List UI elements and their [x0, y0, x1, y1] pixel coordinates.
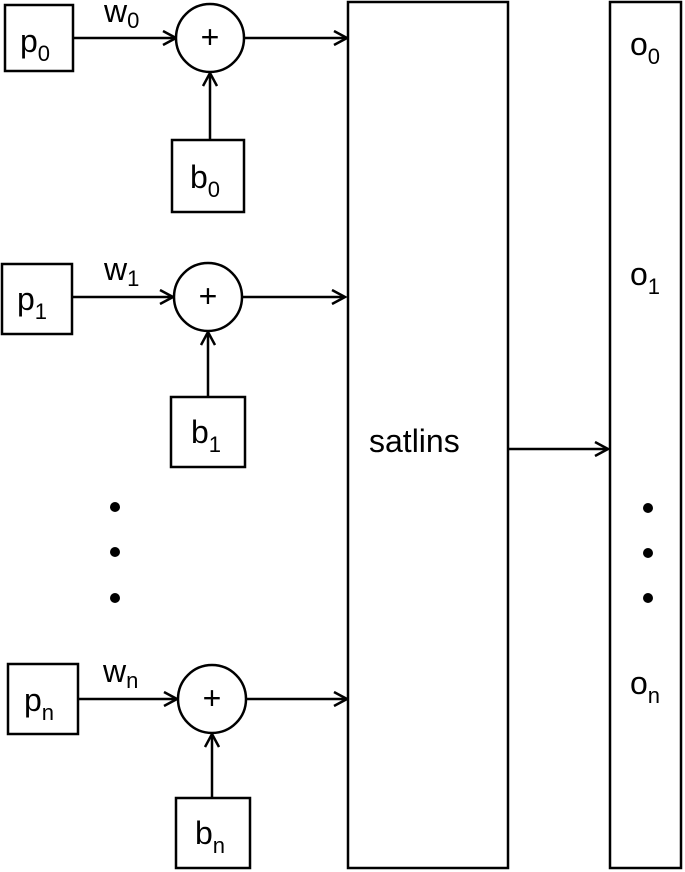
ellipsis-dot	[110, 547, 120, 557]
output-label-on: on	[630, 665, 660, 708]
ellipsis-dot	[643, 548, 653, 558]
input-label-pn: pn	[24, 682, 54, 725]
output-label-o1: o1	[630, 256, 660, 299]
satlins-label: satlins	[369, 423, 460, 459]
input-label-p1: p1	[17, 281, 47, 324]
bias-label-bn: bn	[195, 815, 225, 858]
ellipsis-dot	[110, 502, 120, 512]
input-ellipsis	[110, 502, 120, 603]
bias-box-b1	[169, 395, 247, 469]
summation-symbol-0: +	[201, 19, 220, 55]
weight-label-w1: w1	[103, 251, 139, 291]
input-label-p0: p0	[20, 23, 50, 66]
output-label-o0: o0	[630, 26, 660, 69]
satlins-box	[346, 0, 510, 870]
bias-label-b1: b1	[191, 414, 221, 457]
output-block: o0 o1 on	[608, 0, 683, 870]
input-row-n: pn wn + bn	[6, 653, 347, 870]
ellipsis-dot	[110, 593, 120, 603]
input-row-1: p1 w1 + b1	[0, 251, 345, 469]
bias-label-b0: b0	[190, 159, 220, 202]
bias-box-b0	[170, 138, 246, 214]
summation-symbol-1: +	[199, 278, 218, 314]
input-box-pn	[6, 662, 80, 736]
summation-symbol-n: +	[203, 680, 222, 716]
input-box-p0	[3, 3, 75, 73]
weight-label-w0: w0	[103, 0, 139, 33]
ellipsis-dot	[643, 593, 653, 603]
output-box	[608, 0, 683, 870]
input-row-0: p0 w0 + b0	[3, 0, 347, 214]
input-box-p1	[0, 262, 74, 336]
ellipsis-dot	[643, 503, 653, 513]
transfer-function-block: satlins	[346, 0, 510, 870]
weight-label-wn: wn	[102, 653, 138, 693]
